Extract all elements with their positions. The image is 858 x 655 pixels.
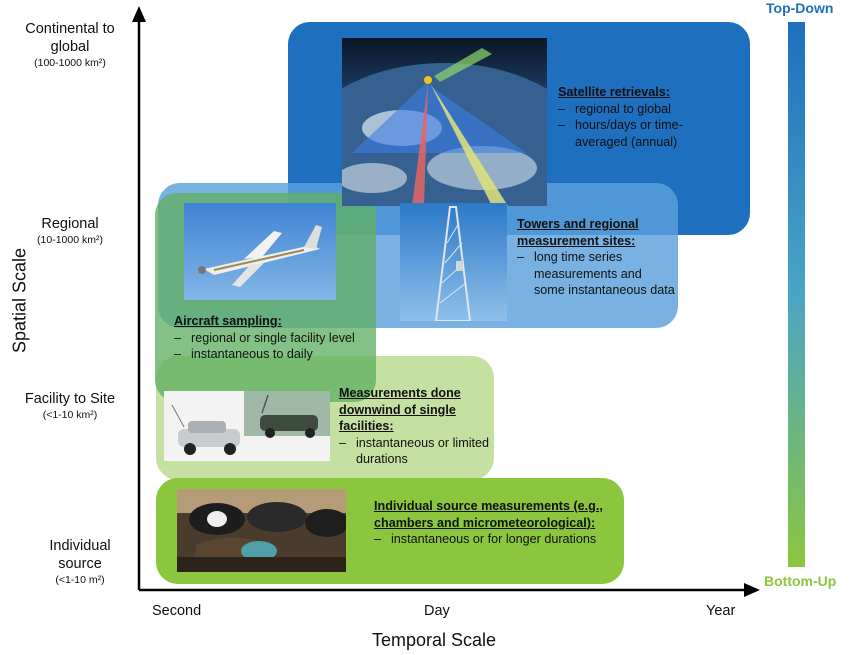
towers-heading: Towers and regional measurement sites:	[517, 217, 639, 248]
y-axis-arrow	[132, 6, 146, 22]
measurement-vehicles-photo	[164, 391, 330, 461]
y-level-unit: (<1-10 m²)	[55, 574, 105, 586]
y-axis-title: Spatial Scale	[9, 247, 30, 354]
y-level-line: Regional	[41, 216, 99, 232]
aircraft-description: Aircraft sampling: regional or single fa…	[174, 313, 364, 363]
x-tick-year: Year	[706, 603, 736, 619]
y-level-continental: Continental to global (100-1000 km²)	[6, 20, 134, 71]
towers-description: Towers and regional measurement sites: l…	[517, 216, 675, 299]
y-level-unit: (<1-10 km²)	[42, 409, 98, 421]
downwind-heading: Measurements done downwind of single fac…	[339, 386, 461, 433]
satellite-earth-photo	[342, 38, 547, 206]
individual-heading: Individual source measurements (e.g., ch…	[374, 499, 603, 530]
downwind-item: instantaneous or limited durations	[339, 435, 489, 468]
y-level-unit: (100-1000 km²)	[34, 57, 106, 69]
aircraft-heading: Aircraft sampling:	[174, 314, 282, 328]
y-level-line: Individual	[49, 538, 111, 554]
y-level-regional: Regional (10-1000 km²)	[20, 215, 120, 248]
livestock-chamber-photo	[177, 489, 346, 572]
small-aircraft-photo	[184, 203, 336, 300]
satellite-item: regional to global	[558, 101, 733, 118]
x-axis-arrow	[744, 583, 760, 597]
top-down-bottom-up-scale-bar	[788, 22, 805, 567]
y-level-line: Facility to Site	[24, 391, 116, 407]
y-level-individual: Individual source (<1-10 m²)	[30, 537, 130, 588]
aircraft-item: instantaneous to daily	[174, 346, 364, 363]
y-level-line: global	[50, 39, 90, 55]
satellite-description: Satellite retrievals: regional to global…	[558, 84, 733, 150]
downwind-description: Measurements done downwind of single fac…	[339, 385, 489, 468]
x-tick-second: Second	[152, 603, 202, 619]
y-level-unit: (10-1000 km²)	[37, 234, 103, 246]
y-level-facility: Facility to Site (<1-10 km²)	[6, 390, 134, 423]
x-axis-title: Temporal Scale	[372, 630, 497, 650]
communication-tower-photo	[400, 203, 507, 321]
satellite-item: hours/days or time-averaged (annual)	[558, 117, 733, 150]
individual-description: Individual source measurements (e.g., ch…	[374, 498, 619, 548]
x-tick-day: Day	[424, 603, 450, 619]
top-down-label: Top-Down	[766, 0, 834, 16]
y-level-line: Continental to	[25, 21, 115, 37]
y-level-line: source	[58, 556, 102, 572]
individual-item: instantaneous or for longer durations	[374, 531, 619, 548]
towers-item: long time series measurements and some i…	[517, 249, 675, 299]
satellite-heading: Satellite retrievals:	[558, 85, 671, 99]
bottom-up-label: Bottom-Up	[764, 573, 837, 589]
aircraft-item: regional or single facility level	[174, 330, 364, 347]
